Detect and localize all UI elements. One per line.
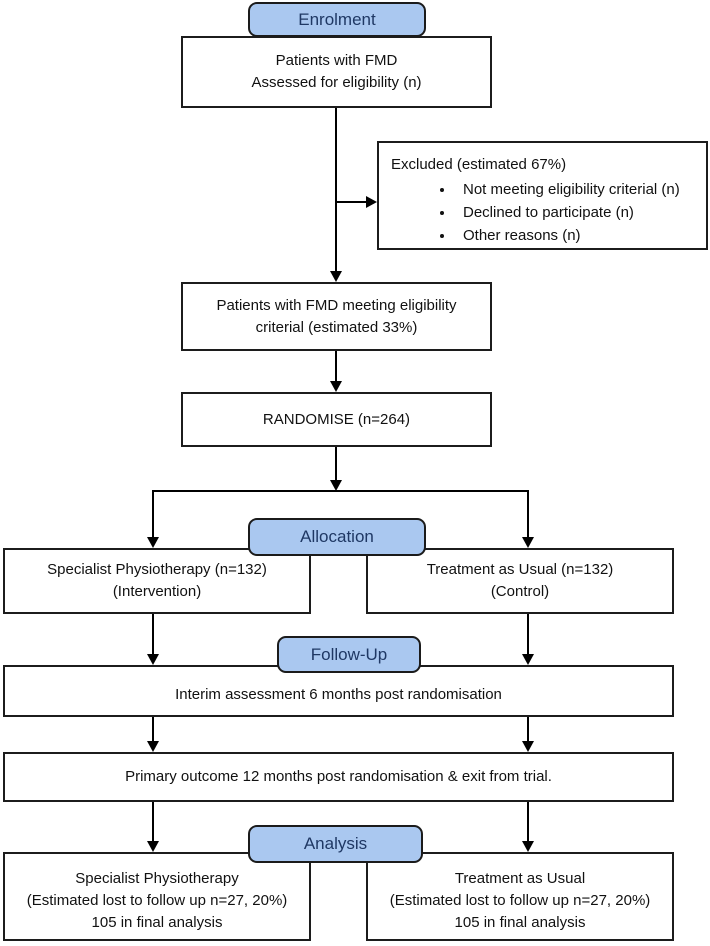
line-primary-to-analysis-right [527, 802, 529, 841]
box-interim-assessment: Interim assessment 6 months post randomi… [3, 665, 674, 717]
primary-label: Primary outcome 12 months post randomisa… [125, 768, 552, 785]
analysis-intervention-line-1: Specialist Physiotherapy [75, 869, 239, 887]
control-line-1: Treatment as Usual (n=132) [426, 561, 614, 578]
arrowhead-to-randomise [330, 381, 342, 392]
line-intervention-to-interim [152, 614, 154, 654]
assessed-line-1: Patients with FMD [275, 52, 398, 69]
arrowhead-interim-left [147, 654, 159, 665]
line-split-to-intervention [152, 490, 154, 537]
excluded-title: Excluded (estimated 67%) [391, 156, 567, 173]
intervention-line-1: Specialist Physiotherapy (n=132) [47, 561, 267, 578]
box-intervention-analysis: Specialist Physiotherapy (Estimated lost… [3, 852, 311, 941]
box-meeting-eligibility: Patients with FMD meeting eligibility cr… [181, 282, 492, 351]
line-split-horizontal [152, 490, 529, 492]
arrowhead-interim-right [522, 654, 534, 665]
box-assessed-for-eligibility: Patients with FMD Assessed for eligibili… [181, 36, 492, 108]
randomise-label: RANDOMISE (n=264) [262, 410, 411, 428]
badge-analysis: Analysis [248, 825, 423, 863]
line-eligible-to-randomise [335, 351, 337, 381]
badge-enrolment: Enrolment [248, 2, 426, 37]
arrowhead-primary-left [147, 741, 159, 752]
assessed-line-2: Assessed for eligibility (n) [251, 74, 422, 91]
box-primary-outcome: Primary outcome 12 months post randomisa… [3, 752, 674, 802]
line-to-excluded [336, 201, 367, 203]
analysis-control-line-2: (Estimated lost to follow up n=27, 20%) [389, 891, 651, 909]
badge-allocation: Allocation [248, 518, 426, 556]
excluded-item-3: Other reasons (n) [455, 224, 680, 247]
arrowhead-to-excluded [366, 196, 377, 208]
line-control-to-interim [527, 614, 529, 654]
box-intervention-allocation: Specialist Physiotherapy (n=132) (Interv… [3, 548, 311, 614]
analysis-intervention-line-2: (Estimated lost to follow up n=27, 20%) [26, 891, 288, 909]
arrowhead-to-split [330, 480, 342, 491]
arrowhead-primary-right [522, 741, 534, 752]
arrowhead-analysis-right [522, 841, 534, 852]
line-split-to-control [527, 490, 529, 537]
excluded-item-1: Not meeting eligibility criterial (n) [455, 178, 680, 201]
analysis-control-line-1: Treatment as Usual [454, 869, 586, 887]
arrowhead-to-intervention [147, 537, 159, 548]
box-excluded: Excluded (estimated 67%) Not meeting eli… [377, 141, 708, 250]
badge-allocation-label: Allocation [300, 527, 374, 546]
line-interim-to-primary-left [152, 717, 154, 741]
excluded-item-2: Declined to participate (n) [455, 201, 680, 224]
interim-label: Interim assessment 6 months post randomi… [175, 686, 502, 703]
line-interim-to-primary-right [527, 717, 529, 741]
analysis-intervention-line-3: 105 in final analysis [91, 913, 223, 931]
arrowhead-to-eligible [330, 271, 342, 282]
line-primary-to-analysis-left [152, 802, 154, 841]
arrowhead-to-control [522, 537, 534, 548]
box-control-analysis: Treatment as Usual (Estimated lost to fo… [366, 852, 674, 941]
control-line-2: (Control) [490, 583, 550, 600]
line-assessed-to-eligible [335, 108, 337, 276]
badge-analysis-label: Analysis [303, 834, 368, 853]
eligible-line-1: Patients with FMD meeting eligibility [216, 296, 457, 314]
arrowhead-analysis-left [147, 841, 159, 852]
box-randomise: RANDOMISE (n=264) [181, 392, 492, 447]
analysis-control-line-3: 105 in final analysis [454, 913, 586, 931]
badge-follow-up-label: Follow-Up [310, 644, 388, 664]
badge-follow-up: Follow-Up [277, 636, 421, 673]
excluded-bullet-list: Not meeting eligibility criterial (n) De… [391, 178, 680, 247]
eligible-line-2: criterial (estimated 33%) [255, 318, 418, 336]
intervention-line-2: (Intervention) [112, 583, 202, 600]
line-randomise-to-split [335, 447, 337, 480]
badge-enrolment-label: Enrolment [298, 9, 376, 29]
box-control-allocation: Treatment as Usual (n=132) (Control) [366, 548, 674, 614]
